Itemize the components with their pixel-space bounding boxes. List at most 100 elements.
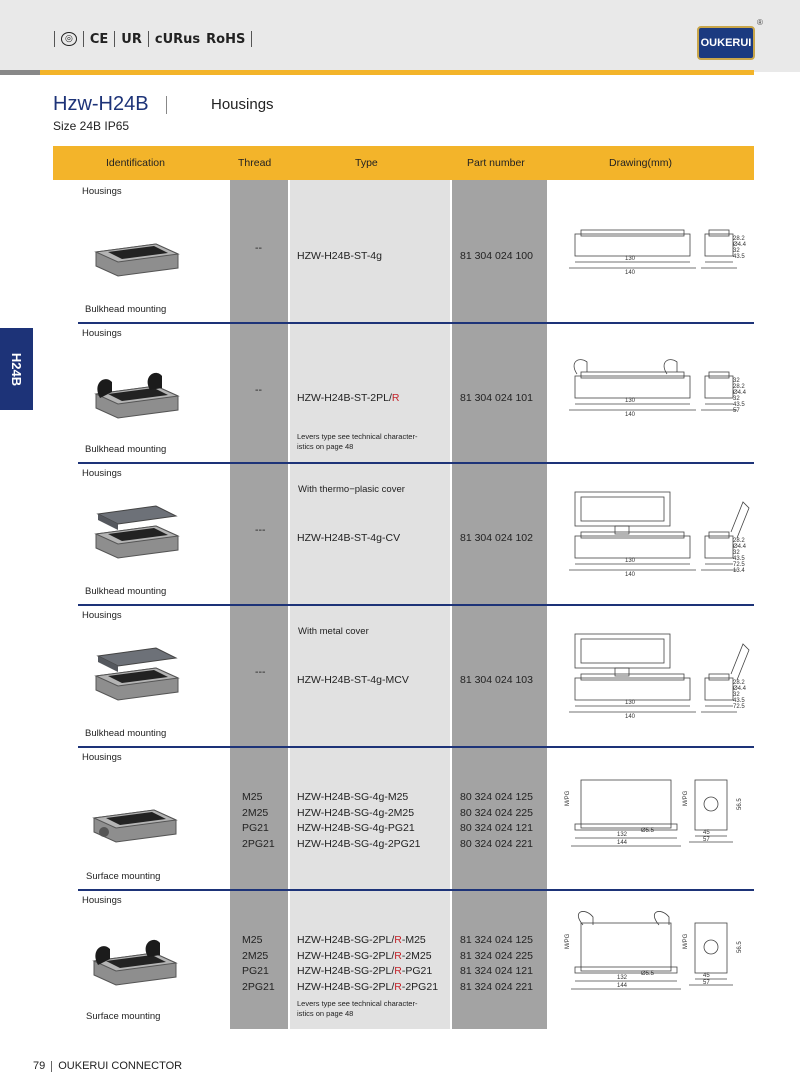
- header-rule-yellow: [40, 70, 754, 75]
- outline: [574, 966, 678, 974]
- housing-opening: [106, 812, 166, 825]
- dimension-label: Ø5.5: [641, 828, 655, 834]
- housing-opening: [108, 670, 168, 683]
- housing-opening: [108, 388, 168, 401]
- dimension-label: 132: [617, 975, 628, 981]
- header-rule-gray: [0, 70, 40, 75]
- levers-note-line: istics on page 48: [297, 442, 354, 451]
- row-category: Housings: [82, 610, 122, 621]
- row-mounting: Bulkhead mounting: [85, 586, 167, 597]
- side-tab-label: H24B: [9, 352, 24, 386]
- levers-note-line: Levers type see technical character-: [297, 432, 418, 441]
- cert-divider: [114, 31, 116, 47]
- housing-thumbnail-image: [94, 243, 180, 277]
- type-prefix: HZW-H24B-SG-4g-2PG21: [297, 837, 421, 850]
- cable-entry: [99, 827, 109, 837]
- type-variant-letter: R: [394, 949, 402, 962]
- row-mounting: Bulkhead mounting: [85, 728, 167, 739]
- outline: [580, 496, 665, 522]
- outline: [574, 535, 691, 559]
- type-value: HZW-H24B-ST-4g-CV: [297, 532, 400, 544]
- dimension-label: 43.5: [733, 402, 745, 408]
- dimension-label: Ø4.4: [733, 686, 747, 692]
- outline: [704, 233, 734, 257]
- thread-value: 2M25: [242, 806, 269, 819]
- col-drawing: Drawing(mm): [609, 157, 672, 169]
- outline: [704, 375, 734, 399]
- dimension-label: 140: [625, 412, 636, 418]
- table-header: Identification Thread Type Part number D…: [53, 146, 754, 180]
- dimension-label: 144: [617, 983, 628, 989]
- type-prefix: HZW-H24B-SG-2PL/: [297, 980, 395, 993]
- part-number-value: 80 324 024 221: [460, 837, 533, 850]
- outline: [580, 638, 665, 664]
- part-number-value: 81 324 024 225: [460, 949, 533, 962]
- type-value: HZW-H24B-SG-2PL/R-2PG21: [297, 981, 438, 993]
- type-suffix: -2M25: [401, 949, 432, 962]
- type-prefix: HZW-H24B-SG-2PL/: [297, 949, 395, 962]
- cover-top: [96, 505, 178, 525]
- row-divider: [78, 462, 754, 464]
- type-value: HZW-H24B-ST-2PL/R: [297, 392, 400, 404]
- thread-value: PG21: [242, 822, 269, 834]
- outline: [708, 371, 730, 379]
- outline: [580, 673, 685, 681]
- dimension-label: Ø5.5: [641, 971, 655, 977]
- outline: [580, 922, 672, 972]
- part-number-value: 80 324 024 225: [460, 806, 533, 819]
- col-type: Type: [355, 157, 378, 169]
- outline: [694, 922, 728, 974]
- curus-mark: cURus: [154, 31, 201, 47]
- type-variant-letter: R: [394, 980, 402, 993]
- dimension-label: 144: [617, 840, 628, 846]
- lever-outline: [573, 359, 588, 375]
- outline: [708, 673, 730, 681]
- levers-note-line: Levers type see technical character-: [297, 999, 418, 1008]
- dimension-label: M/PG: [683, 790, 689, 806]
- type-variant-letter: R: [394, 965, 402, 977]
- housing-thumbnail-image: [94, 372, 180, 419]
- lever-left: [97, 379, 112, 398]
- dimension-label: 56.5: [737, 941, 743, 953]
- rohs-mark: RoHS: [206, 31, 246, 47]
- page-title: Hzw-H24B: [53, 93, 149, 115]
- type-prefix: HZW-H24B-ST-4g-CV: [297, 532, 401, 544]
- type-value: HZW-H24B-ST-4g: [297, 250, 382, 262]
- dimension-label: 32: [733, 692, 740, 698]
- outline: [580, 779, 672, 829]
- dimension-label: Ø4.4: [733, 544, 747, 550]
- registered-mark: ®: [757, 18, 763, 27]
- outline: [708, 531, 730, 539]
- cert-divider: [54, 31, 55, 47]
- type-prefix: HZW-H24B-SG-2PL/: [297, 934, 395, 946]
- housing-thumbnail-image: [94, 505, 180, 559]
- dimension-label: 32: [733, 378, 740, 384]
- dimension-label: 57: [703, 980, 710, 986]
- outline: [580, 371, 685, 379]
- outline: [614, 667, 630, 677]
- row-mounting: Bulkhead mounting: [85, 444, 167, 455]
- outline: [708, 229, 730, 237]
- type-prefix: HZW-H24B-ST-2PL/: [297, 392, 392, 404]
- dimension-label: 32: [733, 550, 740, 556]
- dimension-label: 28.2: [733, 680, 745, 686]
- type-suffix: -PG21: [401, 965, 433, 977]
- levers-note: Levers type see technical character-isti…: [297, 999, 417, 1019]
- col-identification: Identification: [106, 157, 165, 169]
- dimension-label: M/PG: [565, 933, 571, 949]
- cover-side: [98, 514, 118, 530]
- dimension-label: 72.5: [733, 704, 745, 710]
- cover-side-outline: [730, 643, 750, 681]
- outline: [574, 233, 691, 257]
- type-value: HZW-H24B-SG-4g-PG21: [297, 822, 415, 834]
- thread-value: 2PG21: [242, 980, 275, 993]
- lever-outline: [577, 911, 594, 926]
- lever-outline: [663, 359, 678, 375]
- type-value: HZW-H24B-SG-4g-2PG21: [297, 838, 421, 850]
- dimension-label: 57: [703, 837, 710, 843]
- outline: [574, 677, 691, 701]
